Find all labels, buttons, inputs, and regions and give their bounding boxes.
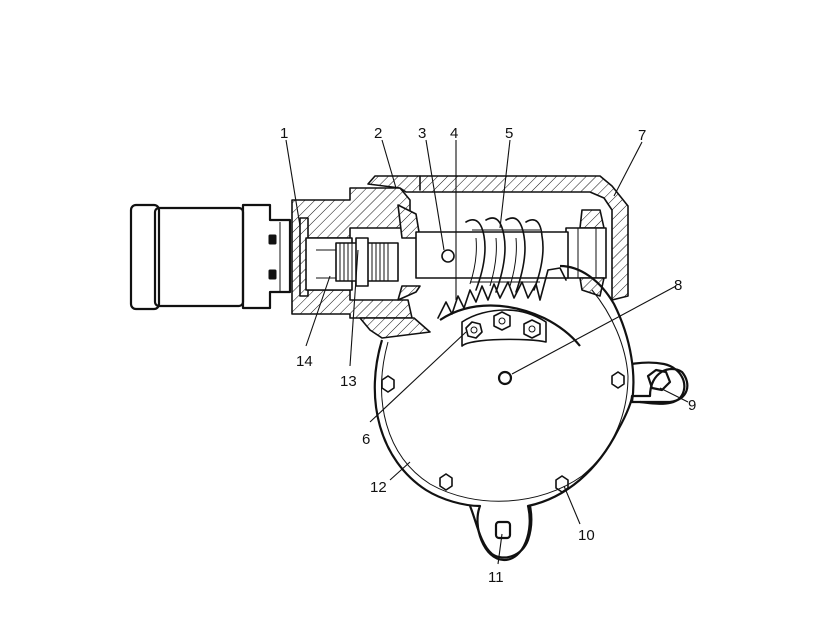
callout-12: 12 xyxy=(370,479,387,496)
leader-lines xyxy=(285,139,689,565)
callout-14: 14 xyxy=(296,353,313,370)
callout-9: 9 xyxy=(688,397,696,414)
callout-2: 2 xyxy=(374,125,382,142)
cover-bolts xyxy=(381,371,625,493)
callout-11: 11 xyxy=(488,569,504,586)
mounting-ear-right xyxy=(631,361,686,405)
callout-8: 8 xyxy=(674,277,682,294)
bearing-right xyxy=(579,209,605,229)
worm xyxy=(465,217,544,293)
gear-cover xyxy=(373,264,689,562)
wheel-bolt-3 xyxy=(523,319,541,339)
callout-5: 5 xyxy=(505,125,513,142)
callout-6: 6 xyxy=(362,431,370,448)
motor xyxy=(129,203,292,311)
wheel-bolt-1 xyxy=(465,321,483,339)
motor-body xyxy=(153,206,245,308)
callout-10: 10 xyxy=(578,527,595,544)
motor-bolt-top xyxy=(268,234,277,245)
motor-flange xyxy=(241,203,292,310)
coupling xyxy=(335,237,399,287)
callout-1: 1 xyxy=(280,125,288,142)
callout-7: 7 xyxy=(638,127,646,144)
worm-housing xyxy=(359,175,629,339)
worm-shaft xyxy=(415,217,569,293)
callout-4: 4 xyxy=(450,125,458,142)
output-shaft-center xyxy=(497,370,513,386)
motor-end-cap xyxy=(129,203,161,311)
wheel-bolt-2 xyxy=(493,311,511,331)
motor-bolt-bottom xyxy=(268,269,277,280)
mounting-ear-bottom xyxy=(468,505,533,559)
worm-wheel xyxy=(437,267,581,347)
callout-labels: 1 2 3 4 5 7 8 9 10 11 12 6 13 14 xyxy=(280,125,696,586)
callout-3: 3 xyxy=(418,125,426,142)
adapter-housing xyxy=(291,187,421,319)
callout-13: 13 xyxy=(340,373,357,390)
